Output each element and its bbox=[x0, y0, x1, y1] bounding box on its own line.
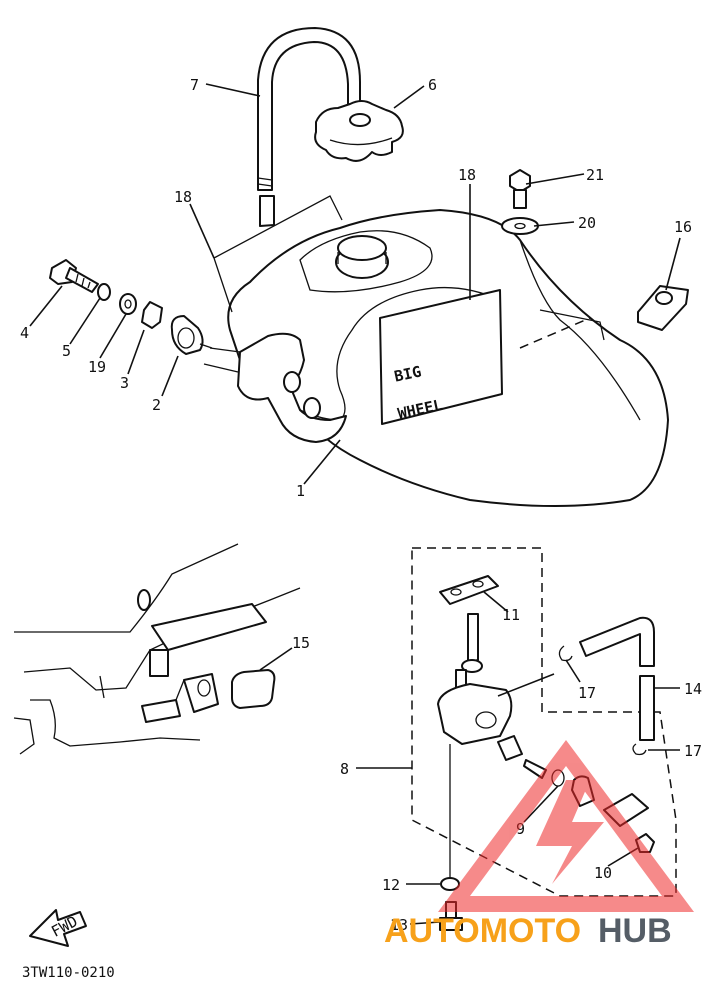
callout-20: 20 bbox=[578, 214, 596, 232]
callout-5: 5 bbox=[62, 342, 71, 360]
hose-clip-lower bbox=[632, 743, 647, 756]
callout-9: 9 bbox=[516, 820, 525, 838]
callout-18-decal: 18 bbox=[458, 166, 476, 184]
fuel-cock-plate bbox=[439, 575, 499, 605]
damper bbox=[170, 315, 213, 355]
collar bbox=[141, 301, 163, 329]
callout-12: 12 bbox=[382, 876, 400, 894]
watermark-text-automoto: AUTOMOTO bbox=[384, 912, 581, 950]
callout-1: 1 bbox=[296, 482, 305, 500]
big-wheel-decal: BIG WHEEL bbox=[379, 289, 503, 425]
watermark-logo bbox=[438, 740, 694, 912]
filler-neck bbox=[335, 235, 389, 279]
hose-clip-upper bbox=[558, 645, 573, 662]
tank-mount-bracket bbox=[203, 332, 347, 443]
upper-washer bbox=[501, 217, 539, 235]
callout-6: 6 bbox=[428, 76, 437, 94]
fuel-cap bbox=[314, 100, 404, 162]
fuel-cock-body bbox=[437, 613, 513, 745]
callout-10: 10 bbox=[594, 864, 612, 882]
callout-2: 2 bbox=[152, 396, 161, 414]
callout-7: 7 bbox=[190, 76, 199, 94]
callout-17-upper: 17 bbox=[578, 684, 596, 702]
callout-18-side: 18 bbox=[174, 188, 192, 206]
callout-15: 15 bbox=[292, 634, 310, 652]
decal-text-big: BIG bbox=[393, 362, 423, 385]
callout-19: 19 bbox=[88, 358, 106, 376]
fuel-cock-bounding-box bbox=[411, 547, 677, 897]
frame-damper bbox=[231, 669, 276, 709]
callout-8: 8 bbox=[340, 760, 349, 778]
decal-dash-right bbox=[519, 317, 591, 349]
callout-4: 4 bbox=[20, 324, 29, 342]
side-decal-outline bbox=[213, 195, 343, 313]
fwd-arrow: FWD bbox=[29, 909, 87, 947]
callout-numbers: 7 6 18 18 21 20 16 4 5 19 3 2 1 15 11 17… bbox=[20, 76, 702, 934]
callout-16: 16 bbox=[674, 218, 692, 236]
mount-bolt bbox=[49, 259, 99, 293]
rear-damper bbox=[637, 285, 689, 331]
callout-3: 3 bbox=[120, 374, 129, 392]
callout-13: 13 bbox=[390, 916, 408, 934]
spring-washer bbox=[97, 283, 111, 301]
callout-14: 14 bbox=[684, 680, 702, 698]
callout-17-lower: 17 bbox=[684, 742, 702, 760]
fuel-cock-lever bbox=[497, 735, 523, 761]
upper-bolt bbox=[509, 169, 531, 209]
diagram-code: 3TW110-0210 bbox=[22, 965, 115, 981]
frame-section bbox=[13, 543, 301, 755]
fuel-hose bbox=[579, 616, 655, 741]
watermark-text-hub: HUB bbox=[598, 912, 672, 950]
callout-21: 21 bbox=[586, 166, 604, 184]
callout-11: 11 bbox=[502, 606, 520, 624]
flat-washer bbox=[119, 293, 137, 315]
